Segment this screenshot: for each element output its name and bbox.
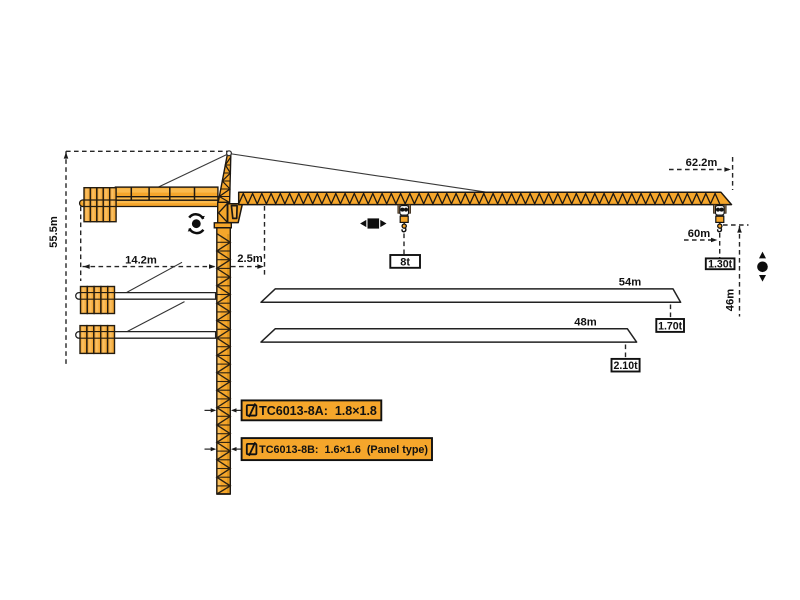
svg-text:8t: 8t <box>400 256 410 268</box>
svg-text:1.70t: 1.70t <box>658 320 683 332</box>
svg-text:55.5m: 55.5m <box>48 216 60 248</box>
svg-text:2.10t: 2.10t <box>613 360 638 372</box>
svg-text:1.30t: 1.30t <box>708 259 733 271</box>
svg-text:TC6013-8A: 1.8×1.8: TC6013-8A: 1.8×1.8 <box>259 404 377 418</box>
svg-text:62.2m: 62.2m <box>686 157 718 169</box>
svg-text:48m: 48m <box>574 316 596 328</box>
svg-text:2.5m: 2.5m <box>237 253 263 265</box>
svg-text:TC6013-8B: 1.6×1.6 (Panel ty: TC6013-8B: 1.6×1.6 (Panel type) <box>259 444 428 456</box>
svg-text:14.2m: 14.2m <box>125 255 157 267</box>
svg-text:46m: 46m <box>725 289 737 311</box>
svg-text:60m: 60m <box>688 228 710 240</box>
svg-text:54m: 54m <box>619 277 641 289</box>
